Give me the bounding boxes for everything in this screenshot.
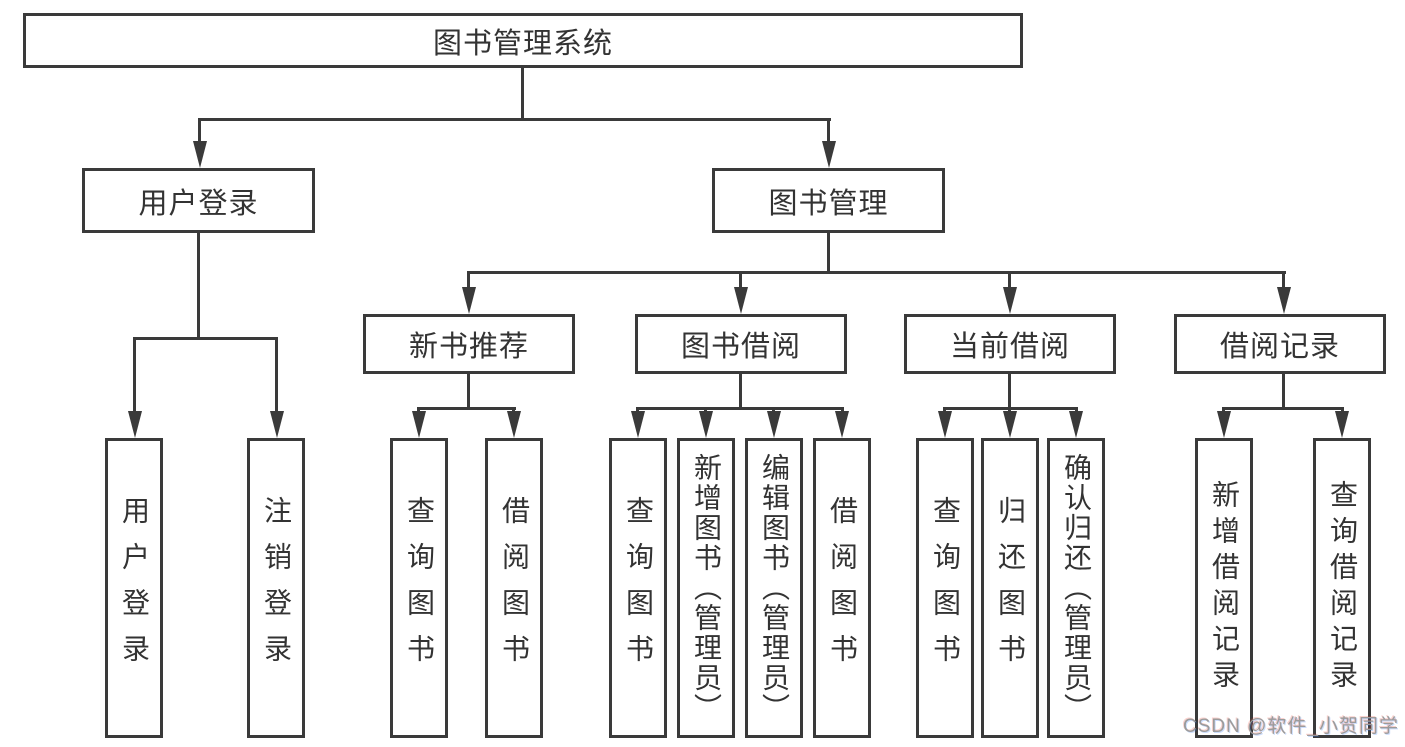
connector-level3-drop [739, 271, 742, 291]
arrow-down-icon [270, 411, 284, 438]
node-root-library-system: 图书管理系统 [23, 13, 1023, 68]
leaf-query-borrow-record: 查询借阅记录 [1313, 438, 1371, 738]
arrow-down-icon [767, 411, 781, 438]
node-label: 新增借阅记录 [1209, 480, 1240, 696]
leaf-add-book-admin: 新增图书（管理员） [677, 438, 735, 738]
connector-new-book-stem [467, 374, 470, 407]
node-label: 当前借阅 [949, 331, 1070, 363]
arrow-down-icon [412, 411, 426, 438]
leaf-return-book: 归还图书 [981, 438, 1039, 738]
connector-leaf-drop [636, 407, 639, 414]
connector-leaf-drop [841, 407, 844, 414]
leaf-borrow-book: 借阅图书 [813, 438, 871, 738]
node-label: 图书管理系统 [432, 27, 613, 60]
leaf-query-book-current: 查询图书 [916, 438, 974, 738]
connector-borrowing-split [636, 407, 844, 410]
node-label: 新书推荐 [408, 331, 529, 363]
connector-leaf-drop [943, 407, 946, 414]
arrow-down-icon [193, 141, 207, 168]
node-label: 编辑图书（管理员） [759, 453, 790, 723]
node-label: 借阅记录 [1219, 331, 1340, 363]
leaf-confirm-return-admin: 确认归还（管理员） [1047, 438, 1105, 738]
node-label: 查询借阅记录 [1327, 480, 1358, 696]
arrow-down-icon [1335, 411, 1349, 438]
leaf-add-borrow-record: 新增借阅记录 [1195, 438, 1253, 738]
leaf-borrow-book-recommend: 借阅图书 [485, 438, 543, 738]
node-label: 新增图书（管理员） [691, 453, 722, 723]
connector-level3-drop [1008, 271, 1011, 291]
node-label: 图书管理 [768, 187, 889, 220]
arrow-down-icon [1217, 411, 1231, 438]
node-label: 查询图书 [623, 496, 654, 680]
connector-current-stem [1008, 374, 1011, 407]
arrow-down-icon [462, 287, 476, 314]
connector-book-management-drop [827, 118, 830, 144]
node-label: 用户登录 [119, 496, 150, 680]
arrow-down-icon [128, 411, 142, 438]
connector-user-login-drop [198, 118, 201, 144]
node-user-login: 用户登录 [82, 168, 315, 233]
arrow-down-icon [699, 411, 713, 438]
leaf-query-book-recommend: 查询图书 [390, 438, 448, 738]
connector-leaf-drop [133, 337, 136, 414]
node-label: 查询图书 [404, 496, 435, 680]
connector-root-stem [521, 68, 524, 118]
arrow-down-icon [822, 141, 836, 168]
arrow-down-icon [631, 411, 645, 438]
connector-level3-drop [1282, 271, 1285, 291]
connector-book-management-stem [827, 233, 830, 271]
node-label: 归还图书 [995, 496, 1026, 680]
connector-level3-split [467, 271, 1286, 274]
arrow-down-icon [835, 411, 849, 438]
connector-leaf-drop [704, 407, 707, 414]
leaf-query-book-borrow: 查询图书 [609, 438, 667, 738]
connector-leaf-drop [512, 407, 515, 414]
arrow-down-icon [734, 287, 748, 314]
arrow-down-icon [938, 411, 952, 438]
node-book-borrowing: 图书借阅 [635, 314, 847, 374]
connector-leaf-drop [417, 407, 420, 414]
connector-leaf-drop [275, 337, 278, 414]
connector-borrowing-stem [739, 374, 742, 407]
arrow-down-icon [1003, 287, 1017, 314]
connector-records-split [1222, 407, 1344, 410]
connector-user-login-split [133, 337, 278, 340]
leaf-user-login: 用户登录 [105, 438, 163, 738]
node-label: 借阅图书 [499, 496, 530, 680]
connector-leaf-drop [1008, 407, 1011, 414]
connector-leaf-drop [1341, 407, 1344, 414]
arrow-down-icon [1277, 287, 1291, 314]
csdn-watermark: CSDN @软件_小贺同学 [1183, 716, 1399, 737]
node-book-management: 图书管理 [712, 168, 945, 233]
node-label: 借阅图书 [827, 496, 858, 680]
connector-user-login-stem [197, 233, 200, 337]
connector-records-stem [1282, 374, 1285, 407]
connector-level2-split [198, 118, 831, 121]
node-label: 用户登录 [138, 187, 259, 220]
node-borrowing-records: 借阅记录 [1174, 314, 1386, 374]
arrow-down-icon [1003, 411, 1017, 438]
node-label: 查询图书 [930, 496, 961, 680]
connector-leaf-drop [772, 407, 775, 414]
connector-level3-drop [467, 271, 470, 291]
node-new-book-recommend: 新书推荐 [363, 314, 575, 374]
connector-leaf-drop [1075, 407, 1078, 414]
arrow-down-icon [1069, 411, 1083, 438]
arrow-down-icon [507, 411, 521, 438]
node-label: 确认归还（管理员） [1061, 453, 1092, 723]
node-label: 图书借阅 [680, 331, 801, 363]
connector-leaf-drop [1222, 407, 1225, 414]
leaf-edit-book-admin: 编辑图书（管理员） [745, 438, 803, 738]
connector-new-book-split [417, 407, 516, 410]
node-label: 注销登录 [261, 496, 292, 680]
leaf-logout-login: 注销登录 [247, 438, 305, 738]
node-current-borrowing: 当前借阅 [904, 314, 1116, 374]
